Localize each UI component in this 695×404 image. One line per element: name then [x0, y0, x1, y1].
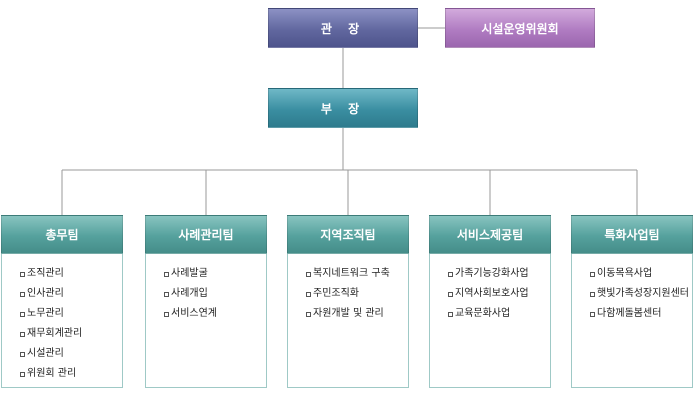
task-item: 자원개발 및 관리 — [288, 304, 408, 324]
task-item: 인사관리 — [2, 284, 122, 304]
task-item: 시설관리 — [2, 344, 122, 364]
task-item: 조직관리 — [2, 264, 122, 284]
team-community-organizing-header: 지역조직팀 — [287, 215, 409, 254]
task-item: 위원회 관리 — [2, 364, 122, 384]
task-item: 사례개입 — [146, 284, 266, 304]
team-case-management-header: 사례관리팀 — [145, 215, 267, 254]
task-item: 지역사회보호사업 — [430, 284, 550, 304]
task-item: 이동목욕사업 — [572, 264, 692, 284]
task-item: 주민조직화 — [288, 284, 408, 304]
task-item: 교육문화사업 — [430, 304, 550, 324]
team-service-provision-header: 서비스제공팀 — [429, 215, 551, 254]
task-item: 노무관리 — [2, 304, 122, 324]
task-item: 햇빛가족성장지원센터 — [572, 284, 692, 304]
director-box: 관 장 — [268, 8, 418, 48]
task-item: 서비스연계 — [146, 304, 266, 324]
task-item: 다함께돌봄센터 — [572, 304, 692, 324]
deputy-director-box: 부 장 — [268, 88, 418, 128]
team-general-affairs-header: 총무팀 — [1, 215, 123, 254]
team-general-affairs-tasks: 조직관리 인사관리 노무관리 재무회계관리 시설관리 위원회 관리 — [1, 254, 123, 388]
team-special-projects-header: 특화사업팀 — [571, 215, 693, 254]
team-case-management-tasks: 사례발굴 사례개입 서비스연계 — [145, 254, 267, 388]
team-community-organizing-tasks: 복지네트워크 구축 주민조직화 자원개발 및 관리 — [287, 254, 409, 388]
operating-committee-box: 시설운영위원회 — [445, 8, 595, 48]
task-item: 재무회계관리 — [2, 324, 122, 344]
task-item: 가족기능강화사업 — [430, 264, 550, 284]
task-item: 사례발굴 — [146, 264, 266, 284]
team-special-projects-tasks: 이동목욕사업 햇빛가족성장지원센터 다함께돌봄센터 — [571, 254, 693, 388]
team-service-provision-tasks: 가족기능강화사업 지역사회보호사업 교육문화사업 — [429, 254, 551, 388]
task-item: 복지네트워크 구축 — [288, 264, 408, 284]
